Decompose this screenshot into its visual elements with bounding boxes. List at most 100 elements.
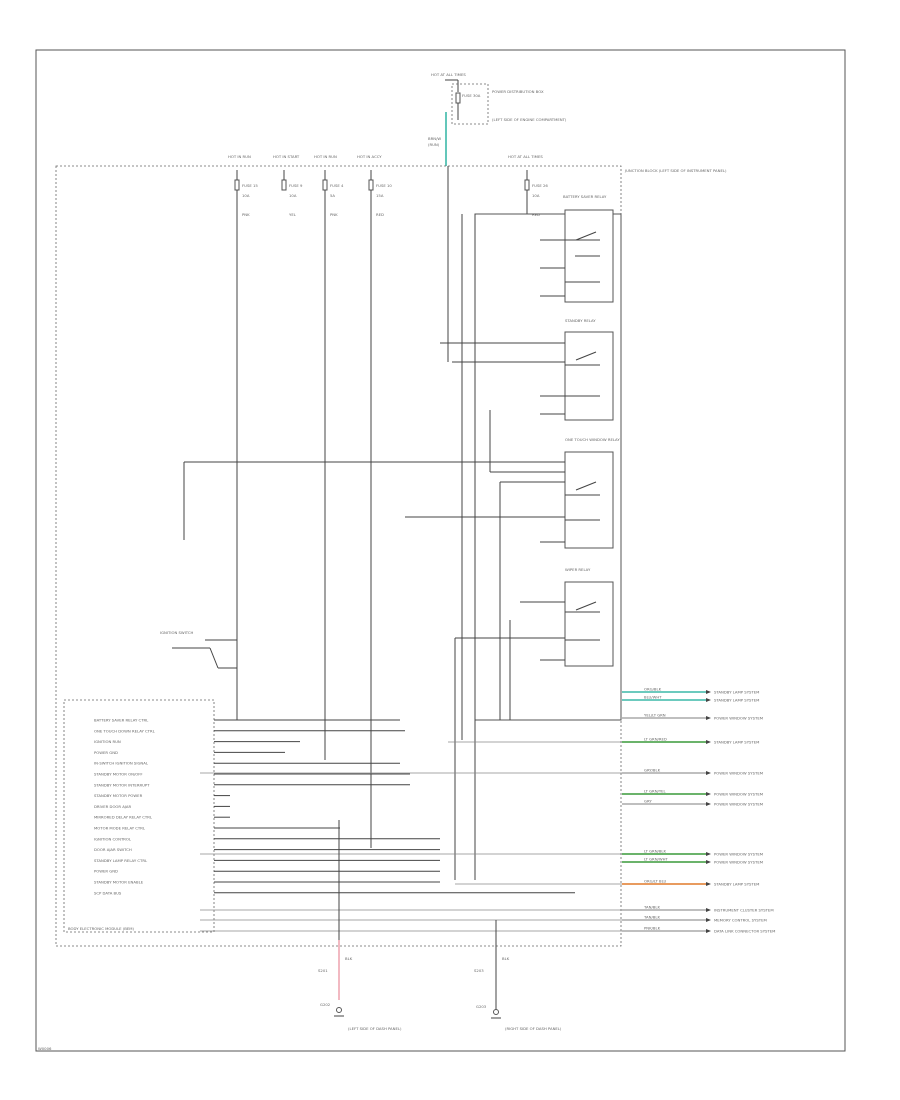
output-arrow-icon	[706, 690, 711, 694]
top-fuse-symbol	[455, 92, 461, 104]
junction-block-label: JUNCTION BLOCK (LEFT SIDE OF INSTRUMENT …	[624, 168, 727, 173]
battery-saver-relay-label: BATTERY SAVER RELAY	[563, 194, 607, 199]
output-arrow-icon	[706, 698, 711, 702]
figure-code: W0006	[38, 1046, 52, 1051]
output-wire-color: ORG/BLK	[644, 687, 662, 692]
bem-pin-label: BATTERY SAVER RELAY CTRL	[94, 718, 149, 723]
output-wire-color: BLU/WHT	[644, 695, 662, 700]
output-wire-color: TAN/BLK	[643, 915, 660, 920]
fuse-tap-3-fuse: FUSE 4	[330, 183, 344, 188]
bem-pin-label: STANDBY MOTOR INTERRUPT	[94, 782, 150, 787]
ground-right-splice: S203	[474, 968, 484, 973]
fuse-tap-4-wire: RED	[376, 212, 384, 217]
fuse-tap-1-wire: PNK	[242, 212, 250, 217]
bem-box	[63, 699, 215, 933]
output-arrow-icon	[706, 929, 711, 933]
output-arrow-icon	[706, 852, 711, 856]
fuse-tap-1-fuse: FUSE 15	[242, 183, 258, 188]
output-destination: MEMORY CONTROL SYSTEM	[714, 918, 767, 923]
fuse-tap-5-label: HOT AT ALL TIMES	[508, 154, 543, 159]
bem-pin-label: STANDBY MOTOR ENABLE	[94, 880, 144, 885]
fuse-tap-2-amps: 10A	[289, 193, 297, 198]
fuse-tap-4-fuse: FUSE 10	[376, 183, 392, 188]
output-arrow-icon	[706, 792, 711, 796]
output-arrow-icon	[706, 908, 711, 912]
bem-pin-label: MOTOR MODE RELAY CTRL	[94, 826, 146, 831]
bem-pin-label: POWER GND	[94, 869, 118, 874]
power-distribution-box	[451, 83, 489, 125]
bem-pin-label: DOOR AJAR SWITCH	[94, 847, 132, 852]
fuse-tap-3-amps: 5A	[330, 193, 335, 198]
output-destination: STANDBY LAMP SYSTEM	[714, 882, 759, 887]
fuse-tap-1-label: HOT IN RUN	[228, 154, 251, 159]
output-destination: STANDBY LAMP SYSTEM	[714, 740, 759, 745]
output-wire-color: GRY/BLK	[644, 768, 661, 773]
ignition-switch-label: IGNITION SWITCH	[160, 630, 194, 635]
output-destination: STANDBY LAMP SYSTEM	[714, 690, 759, 695]
output-wire-color: PNK/BLK	[644, 926, 661, 931]
bem-title: BODY ELECTRONIC MODULE (BEM)	[68, 926, 135, 931]
output-arrow-icon	[706, 716, 711, 720]
bem-pin-label: STANDBY LAMP RELAY CTRL	[94, 858, 148, 863]
output-wire-color: LT GRN/BLK	[644, 849, 667, 854]
bem-pin-wires	[214, 719, 575, 894]
fuse-tap-4-amps: 15A	[376, 193, 384, 198]
one-touch-relay-label: ONE TOUCH WINDOW RELAY	[565, 437, 620, 442]
top-source-label: HOT AT ALL TIMES	[431, 72, 466, 77]
output-arrow-icon	[706, 918, 711, 922]
fuse-feed-wires	[236, 170, 528, 848]
bem-pin-label: STANDBY MOTOR ON/OFF	[94, 772, 143, 777]
fuse-tap-5-fuse: FUSE 26	[532, 183, 548, 188]
standby-relay-label: STANDBY RELAY	[565, 318, 596, 323]
grounds: BLK S201 G202 (LEFT SIDE OF DASH PANEL) …	[318, 820, 562, 1031]
ground-right-wire: BLK	[502, 956, 510, 961]
top-power-source: HOT AT ALL TIMES FUSE 30A POWER DISTRIBU…	[428, 72, 567, 166]
fuse-tap-3-wire: PNK	[330, 212, 338, 217]
bem-pin-label: POWER GND	[94, 750, 118, 755]
bem-pin-label: STANDBY MOTOR POWER	[94, 793, 143, 798]
fuse-taps: HOT IN RUN FUSE 15 10A PNK HOT IN START …	[228, 154, 548, 217]
power-distribution-box-label: POWER DISTRIBUTION BOX	[492, 89, 544, 94]
bem-pin-label: SCP DATA BUS	[94, 890, 122, 895]
diagram-frame	[35, 49, 846, 1052]
bem-pin-label: IGNITION RUN	[94, 739, 121, 744]
junction-block-boundary	[55, 165, 622, 947]
fuse-tap-3: HOT IN RUN FUSE 4 5A PNK	[314, 154, 344, 217]
wiper-relay: WIPER RELAY	[455, 567, 614, 667]
ground-left-id: G202	[320, 1002, 331, 1007]
ground-left-wire: BLK	[345, 956, 353, 961]
output-destination: POWER WINDOW SYSTEM	[714, 852, 763, 857]
ground-left-splice: S201	[318, 968, 328, 973]
bem-pin-label: IGNITION CONTROL	[94, 836, 132, 841]
one-touch-window-relay: ONE TOUCH WINDOW RELAY	[184, 437, 620, 549]
output-destination: DATA LINK CONNECTOR SYSTEM	[714, 929, 775, 934]
fuse-tap-4-label: HOT IN ACCY	[357, 154, 382, 159]
fuse-tap-3-label: HOT IN RUN	[314, 154, 337, 159]
ground-left-label: (LEFT SIDE OF DASH PANEL)	[348, 1026, 402, 1031]
fuse-tap-5: HOT AT ALL TIMES FUSE 26 10A RED	[508, 154, 548, 217]
output-destination: POWER WINDOW SYSTEM	[714, 860, 763, 865]
ignition-switch: IGNITION SWITCH	[160, 630, 238, 684]
output-wire-color: TAN/BLK	[643, 905, 660, 910]
output-arrow-icon	[706, 860, 711, 864]
ground-right-id: G203	[476, 1004, 487, 1009]
ground-left: BLK S201 G202 (LEFT SIDE OF DASH PANEL)	[318, 820, 402, 1031]
bem-pin-label: DRIVER DOOR AJAR	[94, 804, 132, 809]
fuse-tap-2-wire: YEL	[289, 212, 297, 217]
top-source-fuse: FUSE 30A	[462, 93, 481, 98]
fuse-tap-1-amps: 10A	[242, 193, 250, 198]
output-destination: POWER WINDOW SYSTEM	[714, 771, 763, 776]
output-destination: POWER WINDOW SYSTEM	[714, 792, 763, 797]
output-wire-color: LT GRN/RED	[644, 737, 667, 742]
output-destination: INSTRUMENT CLUSTER SYSTEM	[714, 908, 774, 913]
top-wire-color: BRN/W	[428, 136, 441, 141]
fuse-tap-2: HOT IN START FUSE 9 10A YEL	[273, 154, 303, 217]
battery-saver-relay: BATTERY SAVER RELAY	[540, 194, 614, 303]
output-arrow-icon	[706, 802, 711, 806]
output-destination: POWER WINDOW SYSTEM	[714, 802, 763, 807]
fuse-tap-5-amps: 10A	[532, 193, 540, 198]
top-wire-color2: (RUN)	[428, 142, 440, 147]
output-arrow-icon	[706, 771, 711, 775]
